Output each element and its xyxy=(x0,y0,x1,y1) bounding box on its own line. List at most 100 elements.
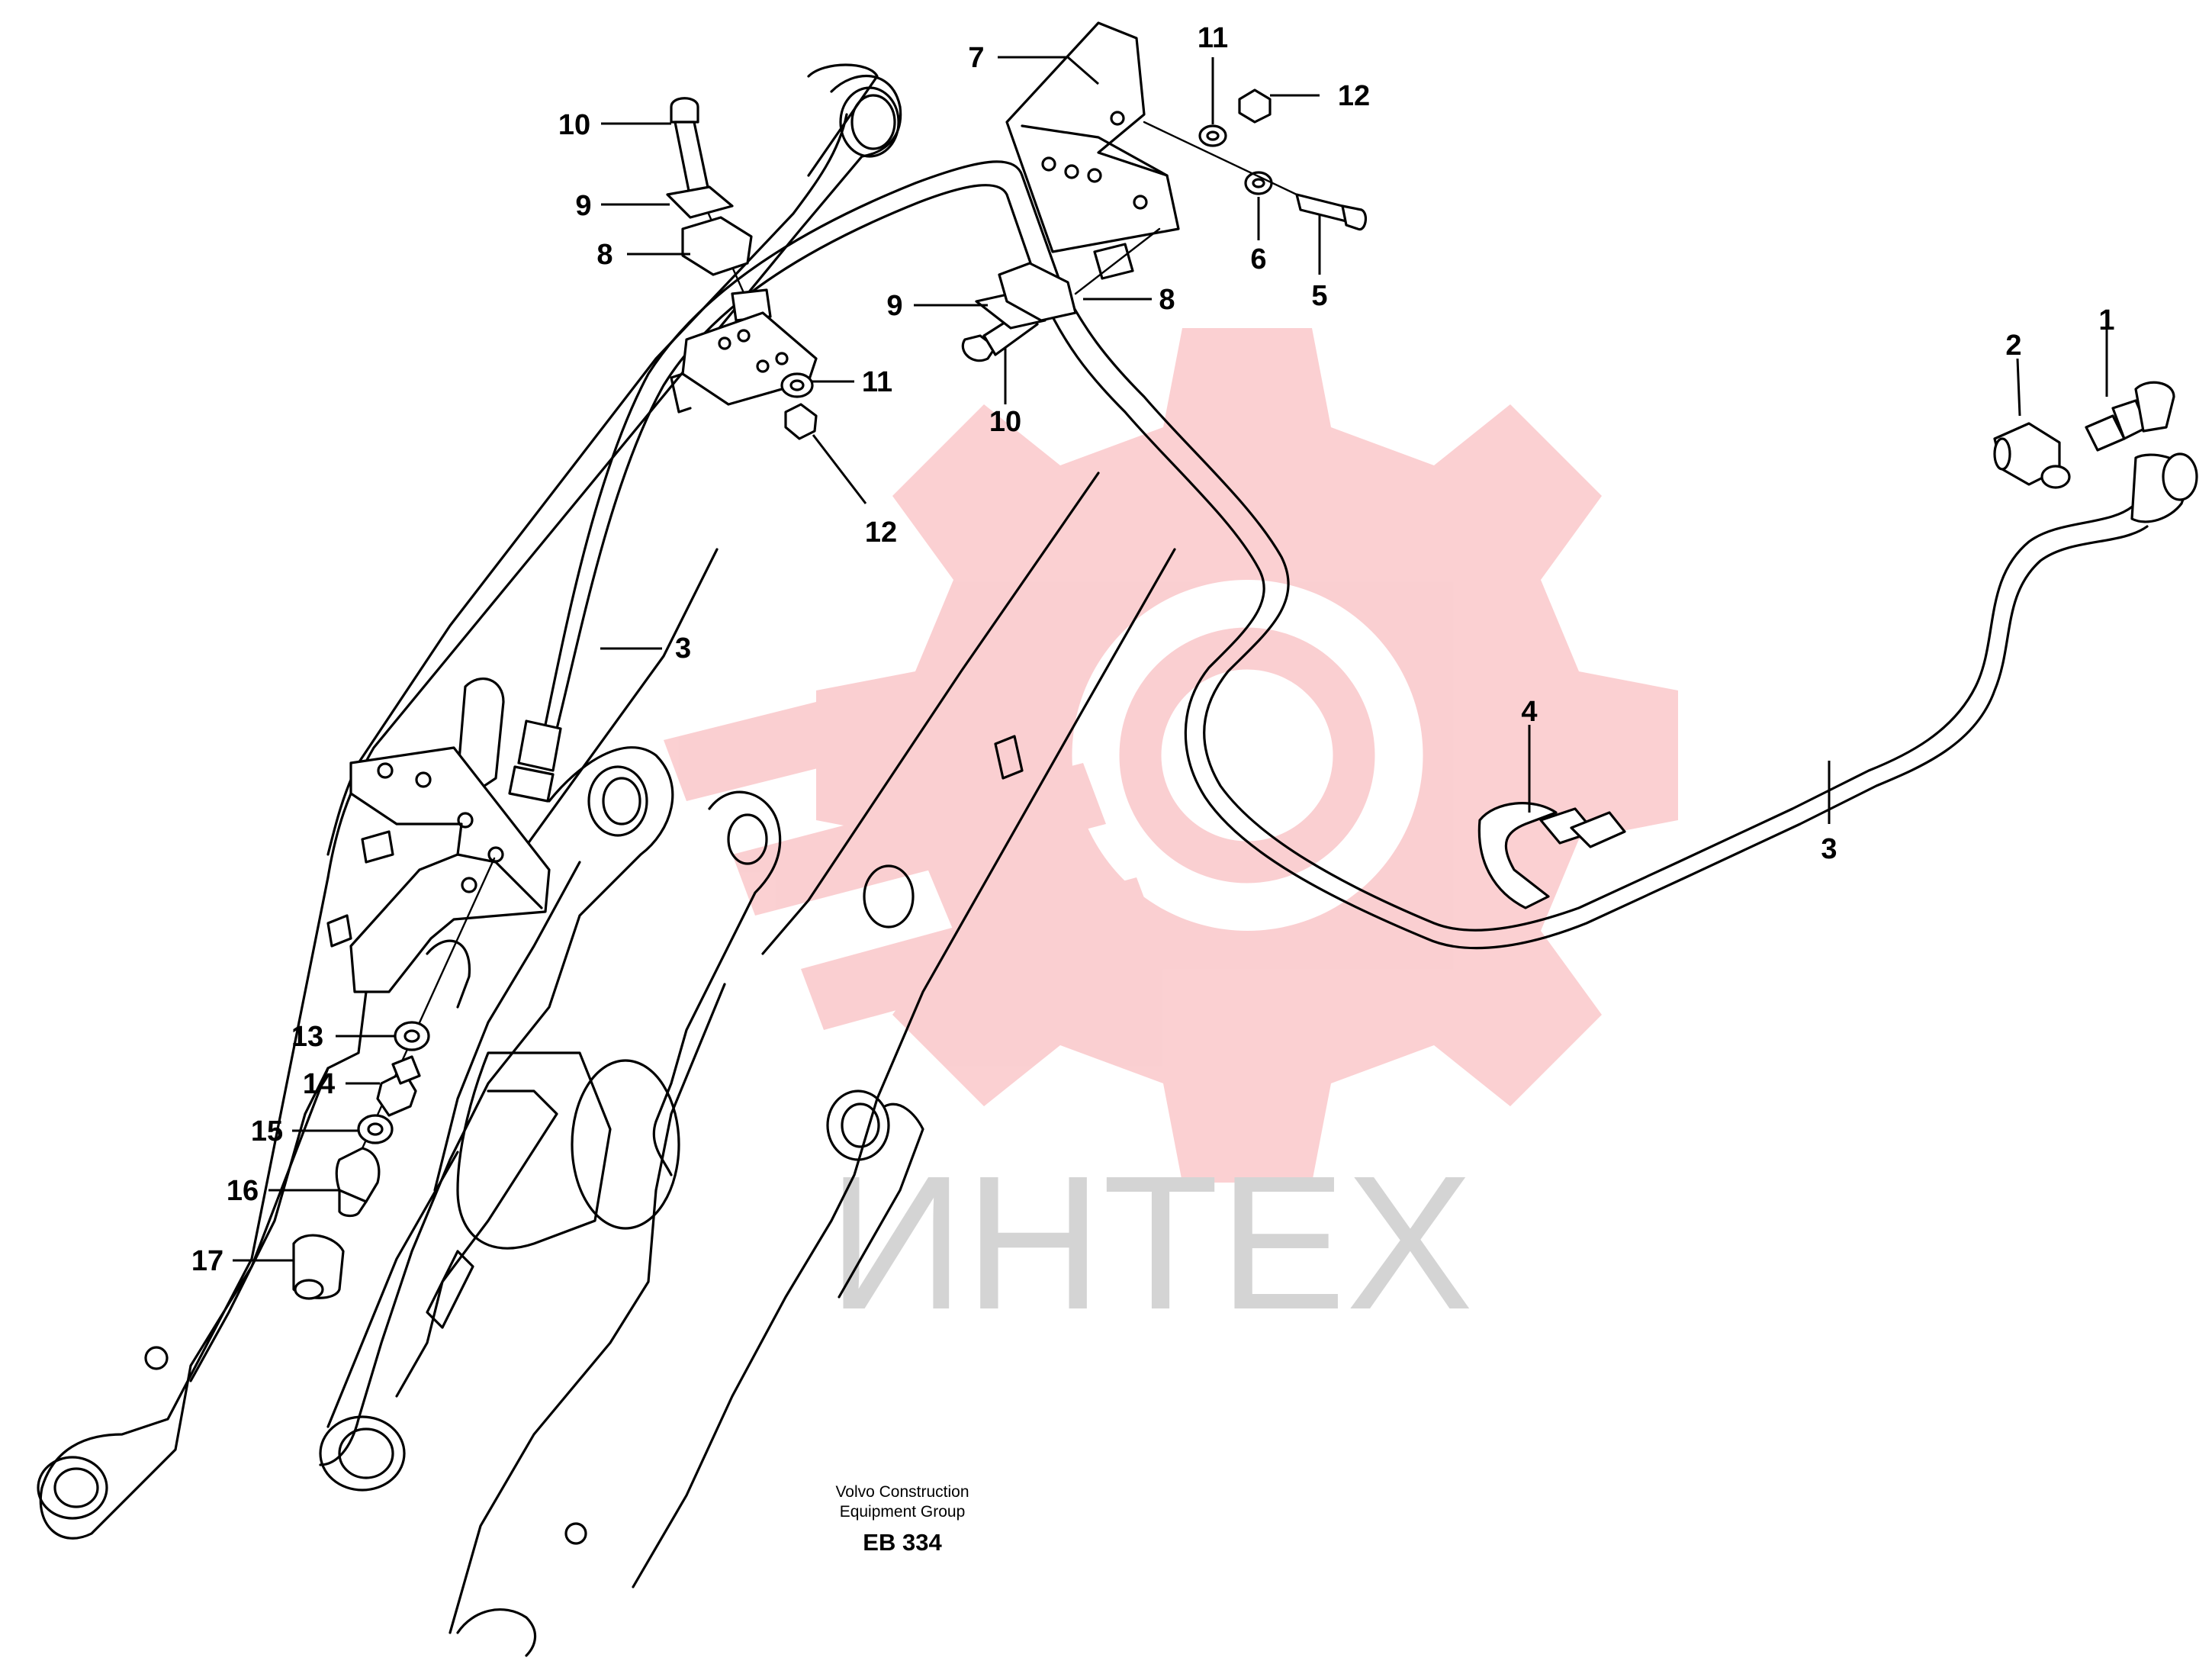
top-pivot-hole xyxy=(839,86,900,158)
right-boom-small-pivot-inner xyxy=(841,1102,880,1148)
hydraulic-hose xyxy=(508,160,2198,950)
left-boom-lower-edge xyxy=(502,548,719,879)
lower-small-hole xyxy=(564,1522,587,1545)
left-foot-pivot-inner xyxy=(53,1467,99,1508)
hose-end-cap-right xyxy=(2162,452,2198,501)
callout-leaders xyxy=(233,56,2108,1262)
top-bracket-hole-4 xyxy=(1110,111,1125,126)
callout-10-top: 10 xyxy=(558,109,590,141)
upper-left-plate-hole-3 xyxy=(756,359,770,373)
bracket-hole-4 xyxy=(487,846,504,863)
center-pivot-cylinder xyxy=(456,1051,612,1250)
bracket-hole-3 xyxy=(457,812,474,829)
leader-7 xyxy=(998,56,1099,85)
washer-11-left xyxy=(780,372,814,398)
washer-11-top-hole xyxy=(1206,130,1220,141)
callout-7: 7 xyxy=(968,42,984,74)
right-boom-long-edge xyxy=(632,548,1176,1588)
bracket-hole-1 xyxy=(377,762,394,779)
top-bracket-hole-2 xyxy=(1064,164,1079,179)
loader-arm-frame xyxy=(37,63,1176,1657)
left-foot-pivot-outer xyxy=(37,1456,108,1520)
bracket-plate xyxy=(349,746,551,993)
clamp-8-mid-upper xyxy=(1093,243,1134,280)
right-boom-small-pivot-outer xyxy=(826,1089,890,1161)
upper-left-plate-hole-2 xyxy=(737,329,751,343)
watermark-text: ИНТЕХ xyxy=(828,1136,1473,1349)
right-boom-long-edge-2 xyxy=(761,472,1100,955)
center-link-arm xyxy=(395,1089,558,1398)
callout-12-top: 12 xyxy=(1338,80,1370,112)
right-boom-body xyxy=(449,983,726,1634)
center-link-slot xyxy=(426,1250,474,1329)
callout-13: 13 xyxy=(291,1021,323,1053)
upper-left-plate-tab xyxy=(670,372,692,414)
upper-left-plate-hole-1 xyxy=(718,336,731,350)
footer-code: EB 334 xyxy=(863,1529,942,1556)
left-boom-outer xyxy=(39,74,902,1540)
sensor-stack xyxy=(292,857,496,1300)
washer-15-hole xyxy=(367,1122,384,1136)
top-bracket-hole-3 xyxy=(1087,168,1102,183)
right-boom-hole xyxy=(727,813,768,865)
right-boom-upper xyxy=(652,790,782,1176)
bolt-5 xyxy=(1295,193,1348,223)
washer-15 xyxy=(357,1114,394,1144)
sensor-mounting-bracket xyxy=(326,746,551,1009)
upper-left-plate-hole-4 xyxy=(775,352,789,365)
diagram-footer: Volvo Construction Equipment Group EB 33… xyxy=(835,1483,969,1556)
left-boom-top xyxy=(807,63,879,177)
fittings-right xyxy=(1993,381,2175,489)
bracket-hole-5 xyxy=(461,877,477,893)
washer-6-hole xyxy=(1252,178,1265,188)
left-small-hole xyxy=(144,1346,169,1370)
nipple-1-cap xyxy=(2134,381,2175,433)
watermark-gear-icon xyxy=(816,328,1678,1183)
lower-boom-curve xyxy=(456,1608,537,1657)
nut-14-thread xyxy=(391,1055,421,1085)
hose-end-fitting-lower xyxy=(517,719,562,772)
top-pivot-boss xyxy=(850,94,896,150)
strap-clamp-4 xyxy=(1477,802,1626,909)
washer-11-left-hole xyxy=(789,379,805,391)
hose-end-nut-lower xyxy=(508,765,555,803)
callout-10-mid: 10 xyxy=(989,406,1021,438)
callout-16: 16 xyxy=(227,1175,259,1207)
plate-9-top xyxy=(666,185,734,219)
right-boom-lower xyxy=(838,1102,924,1299)
callout-labels: 1 2 3 3 4 5 6 7 8 8 9 9 10 10 11 11 12 1… xyxy=(191,22,2115,1277)
callout-12-left: 12 xyxy=(865,517,897,549)
bracket-hole-2 xyxy=(415,771,432,788)
washer-13-hole xyxy=(403,1029,420,1043)
clamp-8-mid xyxy=(998,262,1077,322)
strap-loop xyxy=(1477,802,1558,909)
watermark-logo xyxy=(664,328,1678,1183)
callout-17: 17 xyxy=(191,1245,223,1277)
leader-2 xyxy=(2016,358,2021,417)
top-bracket-fold xyxy=(1021,124,1169,177)
bolt-5-head xyxy=(1341,204,1368,231)
tilt-link-upper-boss xyxy=(602,777,641,826)
callout-4: 4 xyxy=(1521,696,1537,728)
callout-1: 1 xyxy=(2098,304,2114,336)
hose-outer xyxy=(544,160,2137,932)
hose-inner xyxy=(555,184,2149,950)
elbow-2-face xyxy=(1993,437,2011,471)
strap-tab xyxy=(1570,811,1626,848)
tilt-link-upper-hole xyxy=(587,765,648,837)
nut-12-left xyxy=(784,403,818,440)
washer-13 xyxy=(394,1021,430,1051)
bolt-10-top-head xyxy=(670,97,699,124)
watermark-stripes xyxy=(664,649,1159,1030)
callout-8-mid: 8 xyxy=(1159,284,1175,316)
callout-15: 15 xyxy=(251,1115,283,1147)
bracket-tab-2 xyxy=(326,914,352,948)
callout-2: 2 xyxy=(2005,330,2021,362)
footer-line-2: Equipment Group xyxy=(840,1503,966,1521)
callout-5: 5 xyxy=(1311,280,1327,312)
left-link-plate xyxy=(456,678,505,795)
center-lower-link xyxy=(326,1151,459,1428)
center-foot-pivot-outer xyxy=(319,1415,406,1492)
sensor-16-tip xyxy=(338,1189,368,1218)
